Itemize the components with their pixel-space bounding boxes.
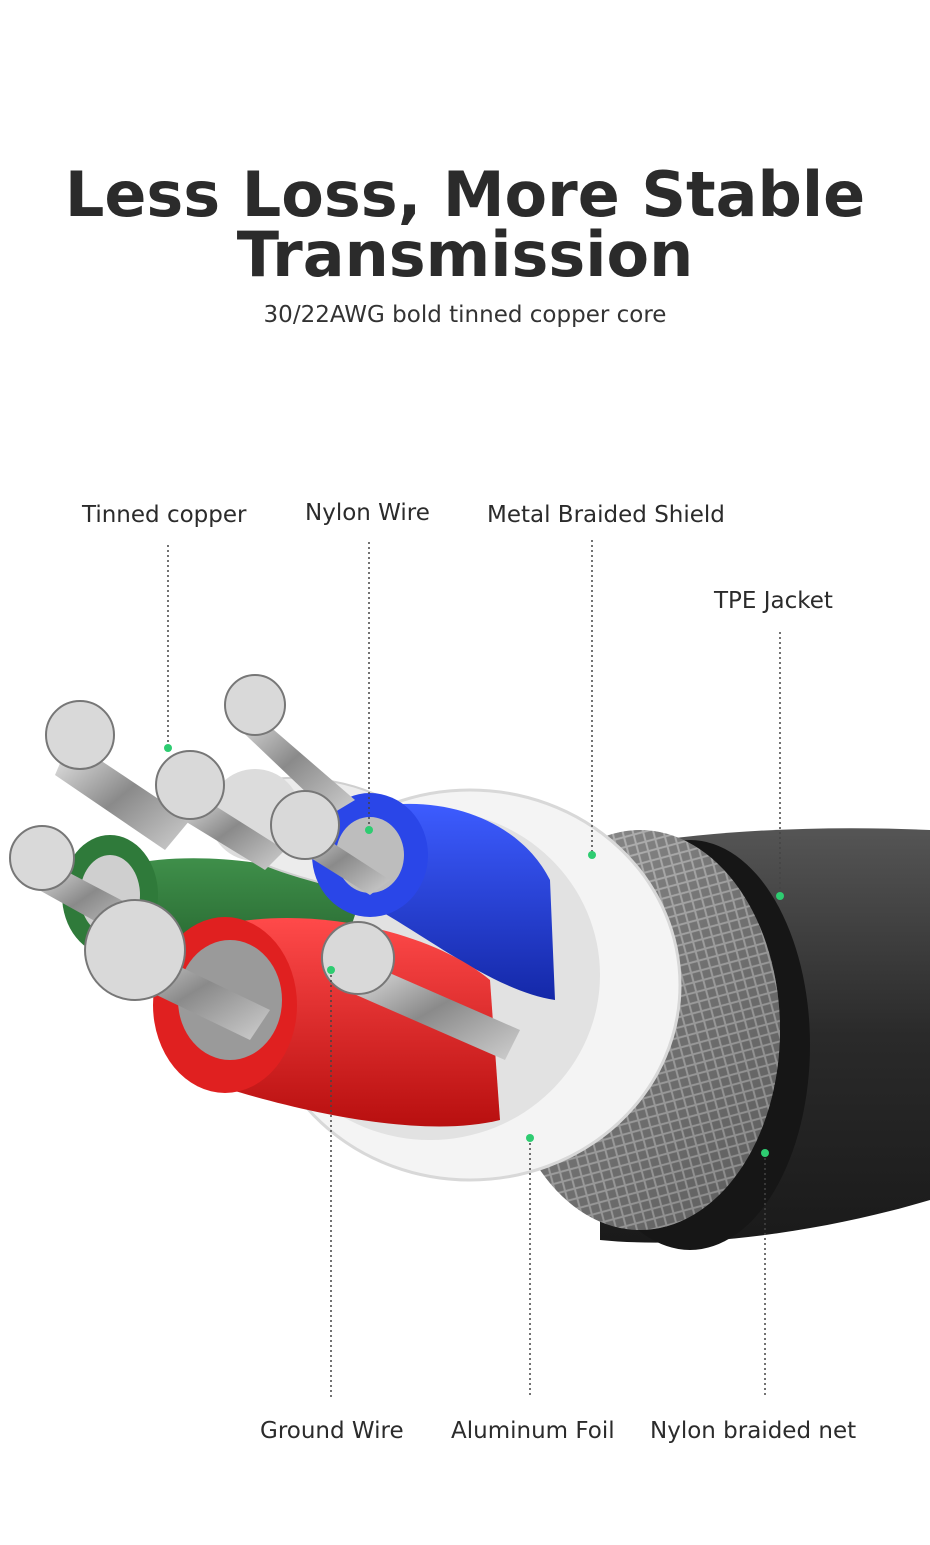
- page-subtitle: 30/22AWG bold tinned copper core: [263, 302, 667, 328]
- callout-metal-braided-shield: Metal Braided Shield: [487, 502, 725, 528]
- callout-tinned-copper: Tinned copper: [82, 502, 247, 528]
- page-title-line-1: Less Loss, More Stable: [64, 158, 866, 231]
- callout-tpe-jacket: TPE Jacket: [714, 588, 833, 614]
- copper-strand-bundles: [9, 674, 520, 1060]
- callout-nylon-wire: Nylon Wire: [305, 500, 430, 526]
- callout-nylon-braided-net: Nylon braided net: [650, 1418, 857, 1444]
- callout-ground-wire: Ground Wire: [260, 1418, 404, 1444]
- page-title-line-2: Transmission: [236, 218, 694, 291]
- leader-lines: [167, 540, 781, 1398]
- callout-aluminum-foil: Aluminum Foil: [451, 1418, 615, 1444]
- marker-dots: [164, 744, 784, 1157]
